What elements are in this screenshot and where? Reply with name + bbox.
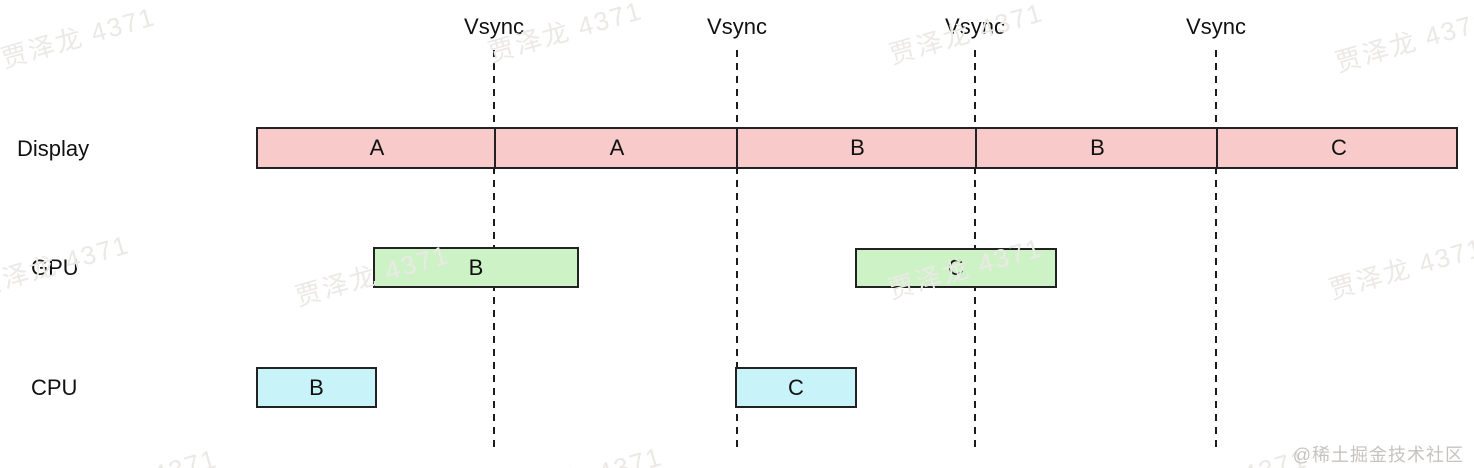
cpu-block: C: [735, 367, 857, 408]
gpu-block: B: [373, 247, 579, 288]
vsync-label: Vsync: [945, 14, 1005, 39]
vsync-label: Vsync: [464, 14, 524, 39]
row-label-display: Display: [17, 136, 90, 161]
display-segment-label: B: [1090, 135, 1105, 160]
display-segment-label: A: [609, 135, 625, 160]
vsync-dashed-line: [1215, 50, 1217, 447]
display-segment-divider: [736, 129, 738, 167]
display-segment-label: B: [850, 135, 865, 160]
display-segment-divider: [494, 129, 496, 167]
row-label-cpu: CPU: [31, 375, 78, 400]
display-segment-divider: [1216, 129, 1218, 167]
vsync-label: Vsync: [707, 14, 767, 39]
vsync-dashed-line: [736, 50, 738, 447]
cpu-block: B: [256, 367, 377, 408]
display-segment-divider: [975, 129, 977, 167]
display-segment-label: C: [1331, 135, 1347, 160]
vsync-label: Vsync: [1186, 14, 1246, 39]
gpu-block: C: [855, 248, 1057, 288]
display-segment-label: A: [369, 135, 385, 160]
attribution: @稀土掘金技术社区: [1292, 445, 1464, 465]
row-label-gpu: GPU: [31, 255, 79, 280]
